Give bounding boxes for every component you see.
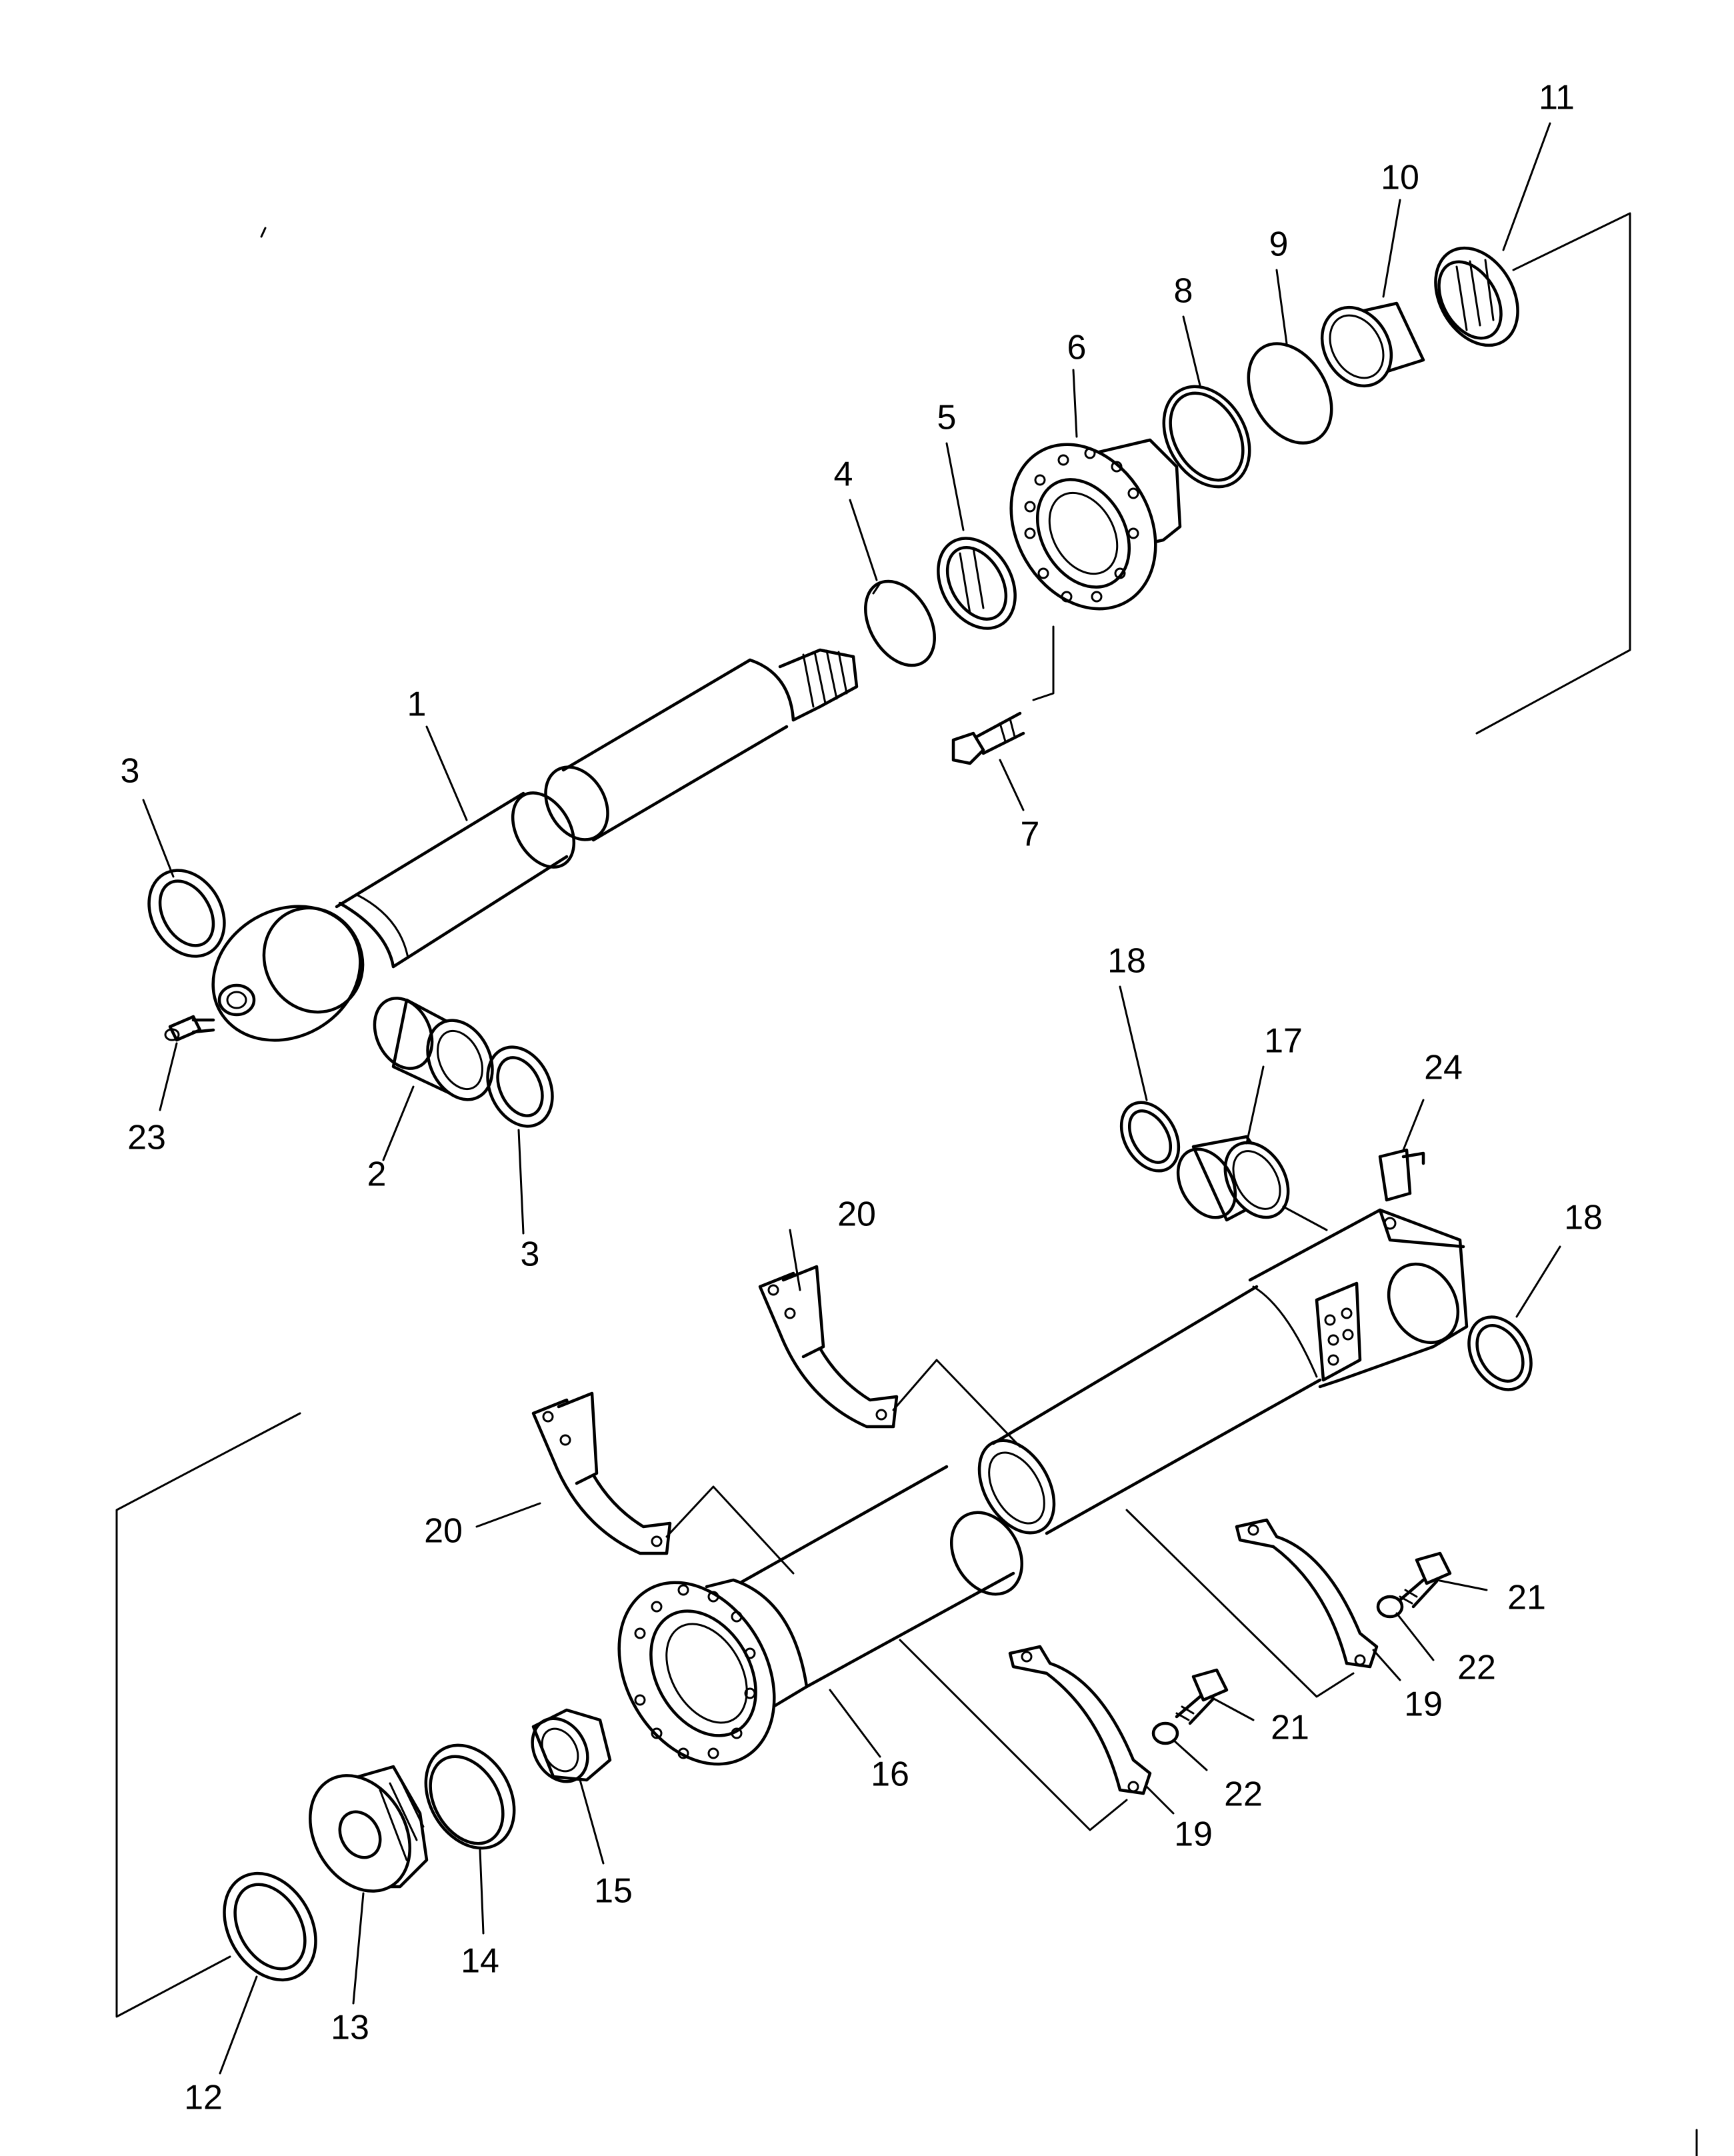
pipe-clamp-lower-right xyxy=(1125,1509,1379,1698)
cylinder-head xyxy=(1009,438,1182,611)
leader-lines xyxy=(142,122,1561,2075)
callout-6: 6 xyxy=(1067,329,1087,367)
tube-dust-seal-right xyxy=(1467,1315,1533,1391)
head-bushing xyxy=(1320,301,1425,388)
pipe-clamp-upper-right xyxy=(758,1265,1021,1448)
bushing xyxy=(373,997,494,1101)
cylinder-tube xyxy=(617,1208,1469,1766)
callout-13: 13 xyxy=(331,2009,369,2047)
pipe-clamp-lower-left xyxy=(899,1639,1152,1831)
rod-packing xyxy=(937,537,1017,630)
piston xyxy=(309,1765,429,1893)
callout-19-right: 19 xyxy=(1404,1685,1443,1724)
dust-seal-left xyxy=(147,869,226,958)
callout-17: 17 xyxy=(1264,1022,1303,1061)
backup-ring xyxy=(1162,385,1251,489)
callout-21-right: 21 xyxy=(1507,1579,1546,1617)
callout-20-right: 20 xyxy=(837,1195,876,1234)
callout-8: 8 xyxy=(1174,272,1193,311)
tube-dust-seal-left xyxy=(1119,1101,1181,1173)
bolt xyxy=(951,625,1055,765)
tube-bushing xyxy=(1176,1135,1328,1231)
callout-18-right: 18 xyxy=(1564,1199,1603,1237)
callout-20-left: 20 xyxy=(424,1512,463,1551)
grease-fitting-rod xyxy=(164,1015,215,1042)
assembly-bracket-lines xyxy=(115,212,1631,2018)
callout-16: 16 xyxy=(871,1755,909,1794)
clamp-bolt-left xyxy=(1175,1668,1229,1725)
callout-12: 12 xyxy=(184,2079,223,2117)
callout-23: 23 xyxy=(127,1119,166,1157)
scan-specks xyxy=(260,227,1698,2156)
callout-24: 24 xyxy=(1424,1049,1463,1087)
snap-ring xyxy=(864,579,936,667)
callout-1: 1 xyxy=(407,685,427,724)
spring-washer-left xyxy=(1151,1721,1179,1745)
callout-10: 10 xyxy=(1381,159,1419,197)
callout-3-left: 3 xyxy=(121,752,140,791)
piston-nut xyxy=(531,1708,612,1783)
callout-21-left: 21 xyxy=(1271,1709,1309,1747)
spring-washer-right xyxy=(1376,1595,1404,1619)
callout-9: 9 xyxy=(1269,225,1289,264)
callout-11: 11 xyxy=(1539,79,1575,117)
callout-15: 15 xyxy=(594,1872,633,1911)
grease-fitting-tube xyxy=(1378,1148,1425,1202)
callout-19-left: 19 xyxy=(1174,1815,1213,1854)
callout-labels: 1 2 3 3 4 5 6 7 8 9 10 11 12 13 14 15 16… xyxy=(121,79,1603,2117)
wear-ring xyxy=(424,1743,516,1850)
o-ring xyxy=(1247,342,1333,445)
callout-22-right: 22 xyxy=(1457,1649,1496,1687)
callout-7: 7 xyxy=(1021,815,1040,854)
callout-5: 5 xyxy=(937,399,957,437)
dust-seal-right xyxy=(486,1045,554,1128)
callout-2: 2 xyxy=(367,1155,387,1194)
callout-3-right: 3 xyxy=(521,1235,540,1274)
piston-rod xyxy=(211,648,859,1042)
dust-wiper xyxy=(1434,246,1519,347)
clamp-bolt-right xyxy=(1398,1551,1452,1609)
callout-22-left: 22 xyxy=(1224,1775,1263,1814)
piston-ring xyxy=(223,1871,317,1982)
pipe-clamp-upper-left xyxy=(531,1391,795,1575)
callout-4: 4 xyxy=(834,455,853,494)
callout-18-left: 18 xyxy=(1107,942,1146,981)
callout-14: 14 xyxy=(461,1942,499,1981)
